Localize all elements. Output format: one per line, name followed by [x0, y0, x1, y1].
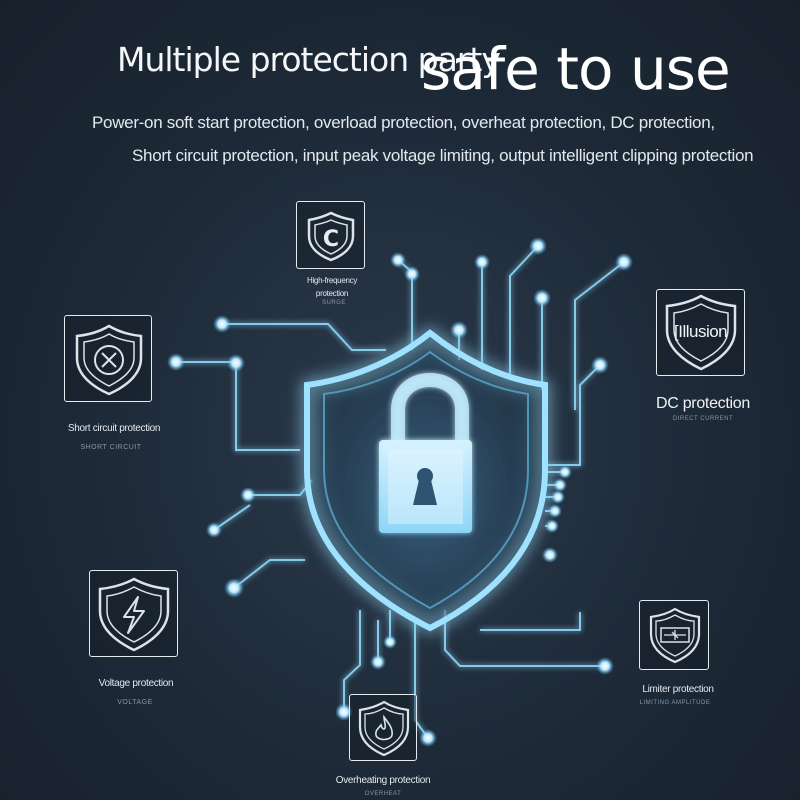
- limiter-label: Limiter protection: [642, 684, 714, 695]
- high-frequency-label-2: protection: [315, 289, 349, 298]
- padlock-shield-icon: [379, 373, 472, 533]
- description-line-2: Short circuit protection, input peak vol…: [132, 146, 754, 165]
- voltage-badge: [89, 570, 178, 657]
- dc-badge: [656, 289, 745, 376]
- flame-shield-icon: [358, 700, 410, 757]
- shield-icon: [665, 294, 737, 371]
- c-shield-icon: C: [307, 211, 355, 262]
- lightning-shield-icon: [98, 577, 170, 652]
- description-line-1: Power-on soft start protection, overload…: [92, 113, 715, 132]
- headline-emphasis: safe to use: [421, 35, 731, 103]
- svg-text:C: C: [323, 227, 339, 252]
- limiter-sublabel: LIMITING AMPLITUDE: [639, 700, 711, 706]
- voltage-label: Voltage protection: [98, 678, 174, 689]
- voltage-sublabel: VOLTAGE: [117, 699, 153, 706]
- high-frequency-label: High-frequency: [306, 276, 358, 285]
- limiter-badge: [639, 600, 709, 670]
- high-frequency-badge: C: [296, 201, 365, 269]
- high-frequency-sublabel: SURGE: [322, 300, 346, 306]
- overheating-label: Overheating protection: [335, 775, 431, 786]
- dc-badge-text: [Illusion: [674, 322, 728, 341]
- short-circuit-sublabel: SHORT CIRCUIT: [80, 444, 142, 451]
- short-circuit-badge: [64, 315, 152, 402]
- short-circuit-label: Short circuit protection: [67, 423, 161, 434]
- x-circle-shield-icon: [75, 324, 143, 396]
- overheating-sublabel: OVERHEAT: [364, 791, 402, 797]
- limiter-shield-icon: [649, 607, 701, 664]
- dc-sublabel: DIRECT CURRENT: [672, 416, 734, 422]
- overheating-badge: [349, 694, 417, 761]
- circuit-nodes: [167, 237, 633, 747]
- headline: Multiple protection party: [117, 40, 501, 79]
- dc-label: DC protection: [656, 395, 750, 412]
